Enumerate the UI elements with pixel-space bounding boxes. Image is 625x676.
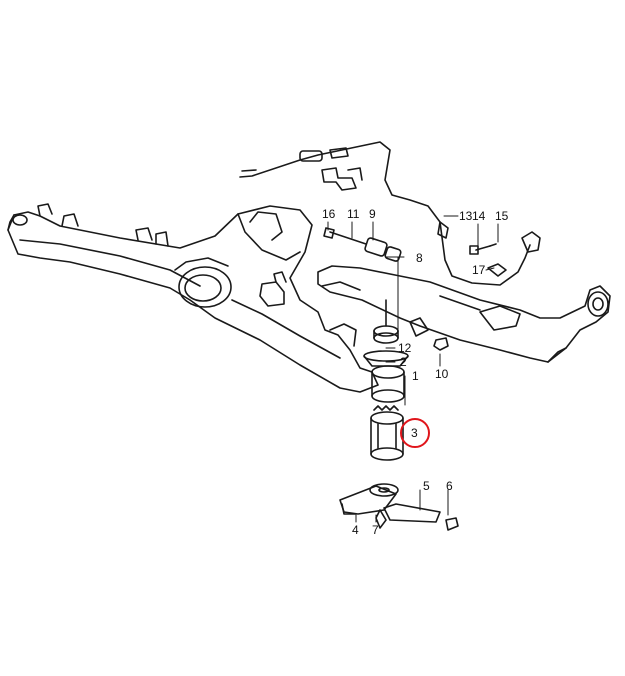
part-label-8: 8 xyxy=(416,251,423,265)
rear-subframe xyxy=(7,203,379,393)
part-label-16: 16 xyxy=(322,207,336,221)
part-label-5: 5 xyxy=(423,479,430,493)
sensor-cable xyxy=(239,141,531,286)
part-label-1: 1 xyxy=(412,369,419,383)
small-fasteners xyxy=(469,231,541,277)
part-label-9: 9 xyxy=(369,207,376,221)
trailing-arm xyxy=(317,265,611,363)
part-label-3: 3 xyxy=(411,426,418,440)
part-label-2: 2 xyxy=(400,355,407,369)
highlight-circle xyxy=(400,418,430,448)
part-label-10: 10 xyxy=(435,367,449,381)
cable-bracket xyxy=(321,167,363,191)
mount-stack xyxy=(339,299,459,531)
part-label-14: 14 xyxy=(472,209,486,223)
part-label-12: 12 xyxy=(398,341,412,355)
part-label-11: 11 xyxy=(347,207,360,221)
part-label-7: 7 xyxy=(372,523,379,537)
part-label-6: 6 xyxy=(446,479,453,493)
part-label-4: 4 xyxy=(352,523,359,537)
part-label-15: 15 xyxy=(495,209,509,223)
part-label-13: 13 xyxy=(459,209,473,223)
part-label-17: 17 xyxy=(472,263,486,277)
bolt-bushing-assembly xyxy=(323,227,402,262)
